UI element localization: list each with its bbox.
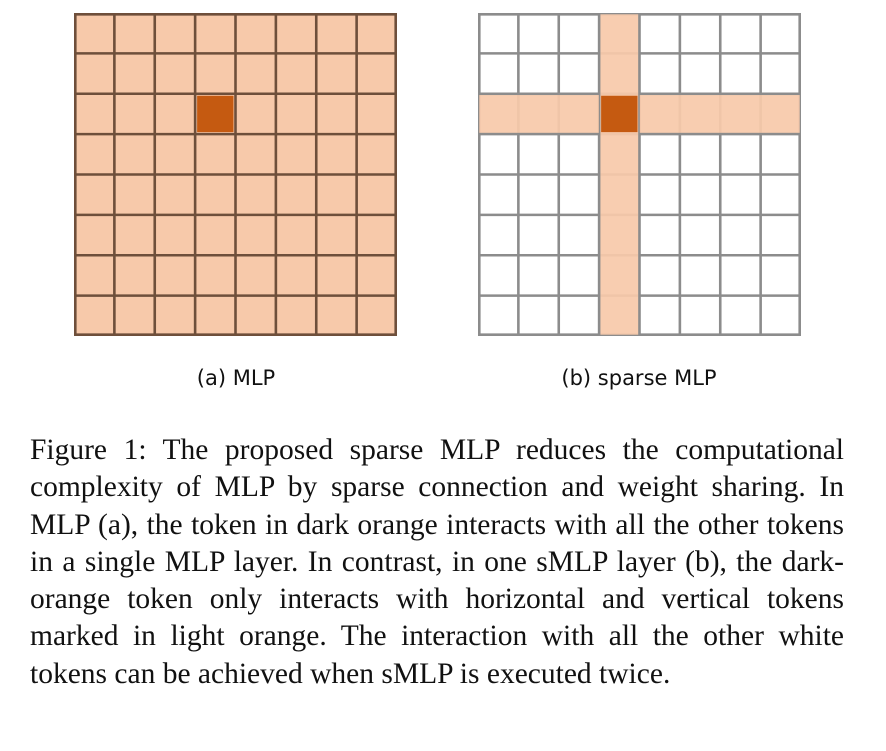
panel-a-label: (a) MLP: [196, 366, 276, 390]
mlp-grid-lines: [74, 13, 397, 336]
sparse-mlp-center-token: [601, 95, 638, 133]
vertical-token-band: [598, 13, 640, 336]
panel-b-label: (b) sparse MLP: [561, 366, 717, 390]
sparse-mlp-token-grid: [478, 13, 801, 336]
mlp-token-grid: [74, 13, 397, 336]
mlp-center-token: [197, 95, 234, 133]
figure-caption: Figure 1: The proposed sparse MLP reduce…: [30, 434, 844, 690]
